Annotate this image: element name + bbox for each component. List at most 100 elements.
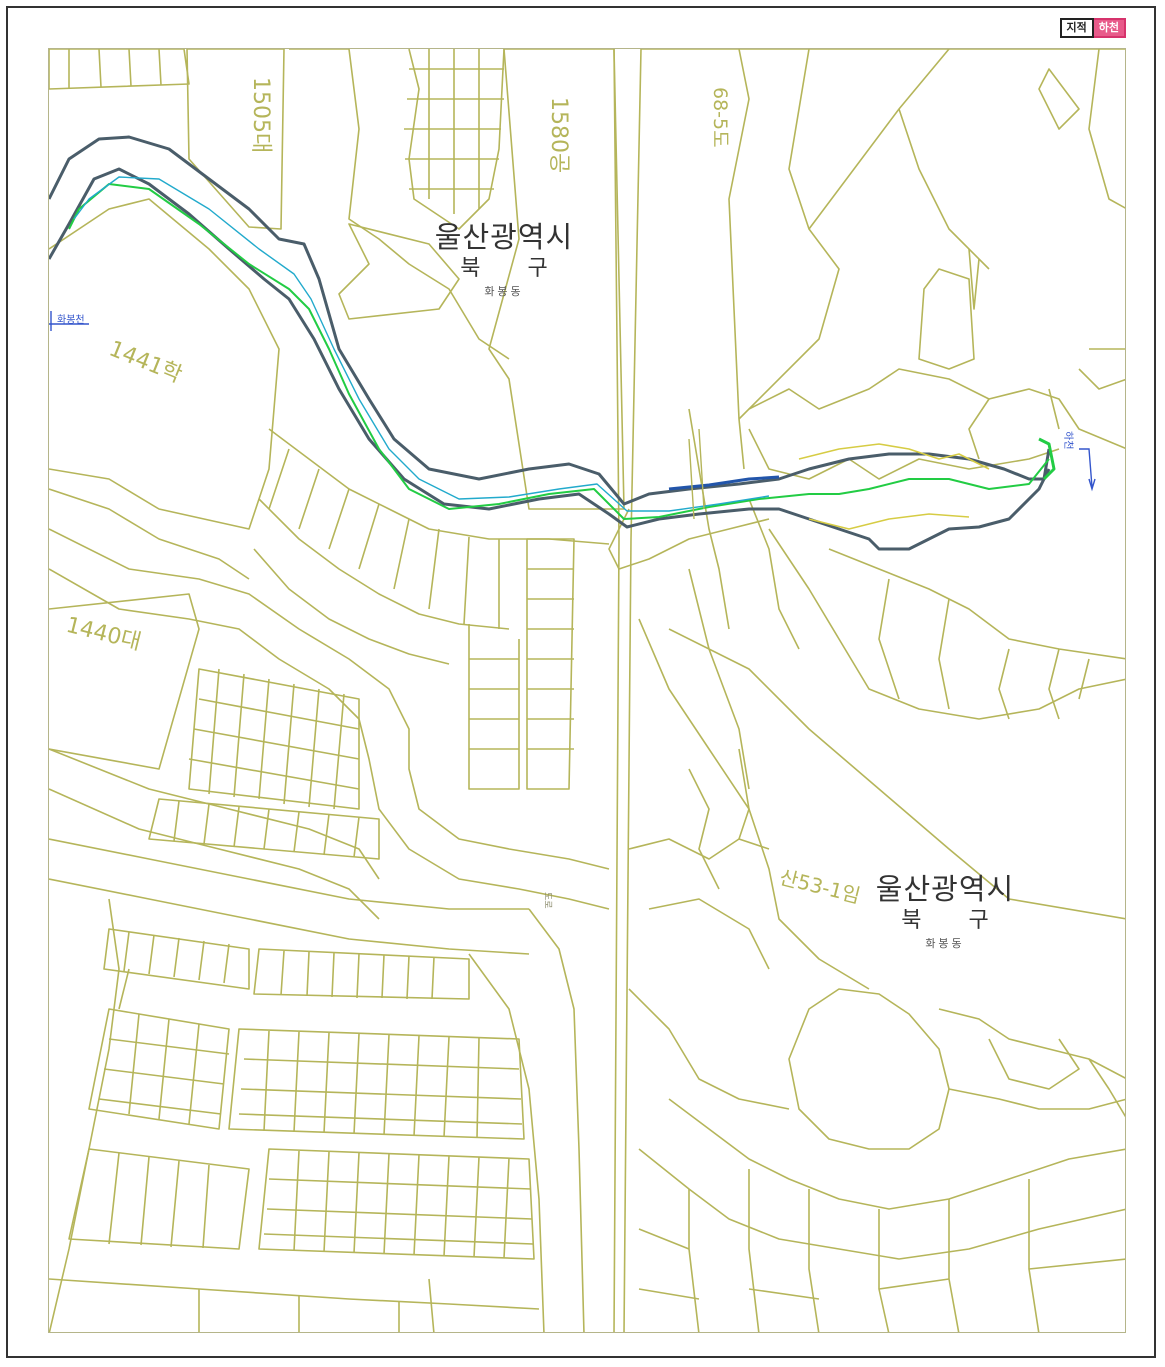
road-edge [613,49,620,1332]
parcel-boundary [748,428,1060,480]
road-edge [49,838,529,910]
parcel-boundary [49,488,250,580]
parcel-boundary [258,498,510,630]
parcel-boundary [268,428,610,545]
parcel-boundary [263,1030,480,1139]
road-edge [49,1278,540,1310]
parcel-boundary [88,1008,230,1130]
parcel-boundary [488,49,625,510]
parcel-boundary [668,1098,1125,1210]
parcel-boundary [198,1278,435,1332]
admin-city-name: 울산광역시 [875,872,1015,906]
parcel-boundary [253,948,470,1000]
parcel-boundary [788,988,950,1150]
parcel-boundary [49,49,190,90]
marker-label-left: 화봉천 [57,315,85,326]
parcel-boundary [738,49,840,420]
road-edge [49,748,380,880]
parcel-boundary [49,898,120,1332]
parcel-boundary [263,1178,534,1245]
parcel-boundary [68,49,162,89]
parcel-boundary [688,1169,820,1332]
parcel-boundary [428,49,480,214]
admin-dong-name: 화봉동 [484,285,524,298]
admin-dong-name: 화봉동 [925,937,965,950]
parcel-boundary [128,1013,200,1125]
cadastral-map[interactable] [49,49,1126,1333]
parcel-boundary [148,798,380,860]
parcel-boundary [898,108,990,270]
marker-arrow-right [1088,478,1096,492]
road-edge [468,953,545,1332]
parcel-boundary [1078,348,1125,390]
parcel-boundary [748,368,1125,450]
parcel-boundary [338,223,460,320]
river-bank-yellow [798,443,990,470]
admin-area-north: 울산광역시 북 구 화봉동 [414,219,594,301]
road-edge [49,788,380,920]
parcel-boundary [238,1058,523,1125]
right-marker [1079,448,1096,492]
road-edge [49,878,530,955]
parcel-boundary [938,1008,1125,1079]
river-bank-yellow [808,513,970,530]
parcel-label-68-5: 68-5도 [709,87,731,148]
parcel-boundary [293,1150,510,1259]
parcel-boundary [208,668,345,810]
parcel-boundary [628,988,790,1110]
parcel-boundary [188,668,360,810]
parcel-boundary [108,1152,210,1249]
road-edge [49,568,610,910]
parcel-boundary [118,968,130,1010]
parcel-boundary [49,593,200,770]
parcel-boundary [688,748,750,890]
parcel-boundary [468,624,520,790]
marker-line-right [1079,448,1093,488]
map-frame[interactable]: 1505대 1580공 68-5도 1441학 1440대 산53-1임 도로 … [48,48,1126,1333]
parcel-boundary [668,628,1125,920]
parcel-boundary [188,698,360,790]
admin-city-name: 울산광역시 [434,220,574,254]
parcel-boundary [408,49,505,230]
parcel-boundary [186,49,285,230]
parcel-boundary [968,248,980,310]
parcel-boundary [1028,1258,1125,1270]
parcel-label-1580: 1580공 [546,97,571,174]
admin-area-south: 울산광역시 북 구 화봉동 [855,871,1035,953]
river-centerline-green [68,183,1050,520]
parcel-lines [49,49,1125,1332]
parcel-boundary [748,498,800,650]
parcel-boundary [1088,49,1125,209]
river-end-green [1038,437,1056,481]
parcel-boundary [688,568,750,790]
parcel-boundary [228,1028,525,1140]
road-edge [49,528,610,870]
parcel-boundary [68,1148,250,1250]
parcel-boundary [123,931,230,984]
left-marker [49,311,89,331]
parcel-label-1505: 1505대 [248,77,273,154]
parcel-boundary [49,198,280,530]
parcel-boundary [527,568,574,750]
parcel-boundary [638,1228,950,1300]
parcel-boundary [268,448,500,629]
parcel-boundary [173,800,360,858]
river-bridge [688,428,705,520]
parcel-boundary [638,618,870,990]
parcel-boundary [289,49,510,360]
parcel-boundary [878,1179,1040,1332]
river-bank-north [49,135,1051,506]
parcel-boundary [404,68,504,190]
admin-gu-name: 북 구 [901,908,989,933]
parcel-boundary [878,578,1010,720]
admin-gu-name: 북 구 [460,256,548,281]
map-sheet: 지적 하천 [6,6,1156,1358]
parcel-boundary [280,950,435,1000]
parcel-boundary [1048,648,1090,720]
parcel-boundary [948,1088,1125,1110]
parcel-boundary [608,508,770,570]
river-segment-blue [668,475,780,491]
parcel-boundary [968,388,1060,460]
road-edge [623,49,642,1332]
river-centerline-cyan [73,176,770,512]
